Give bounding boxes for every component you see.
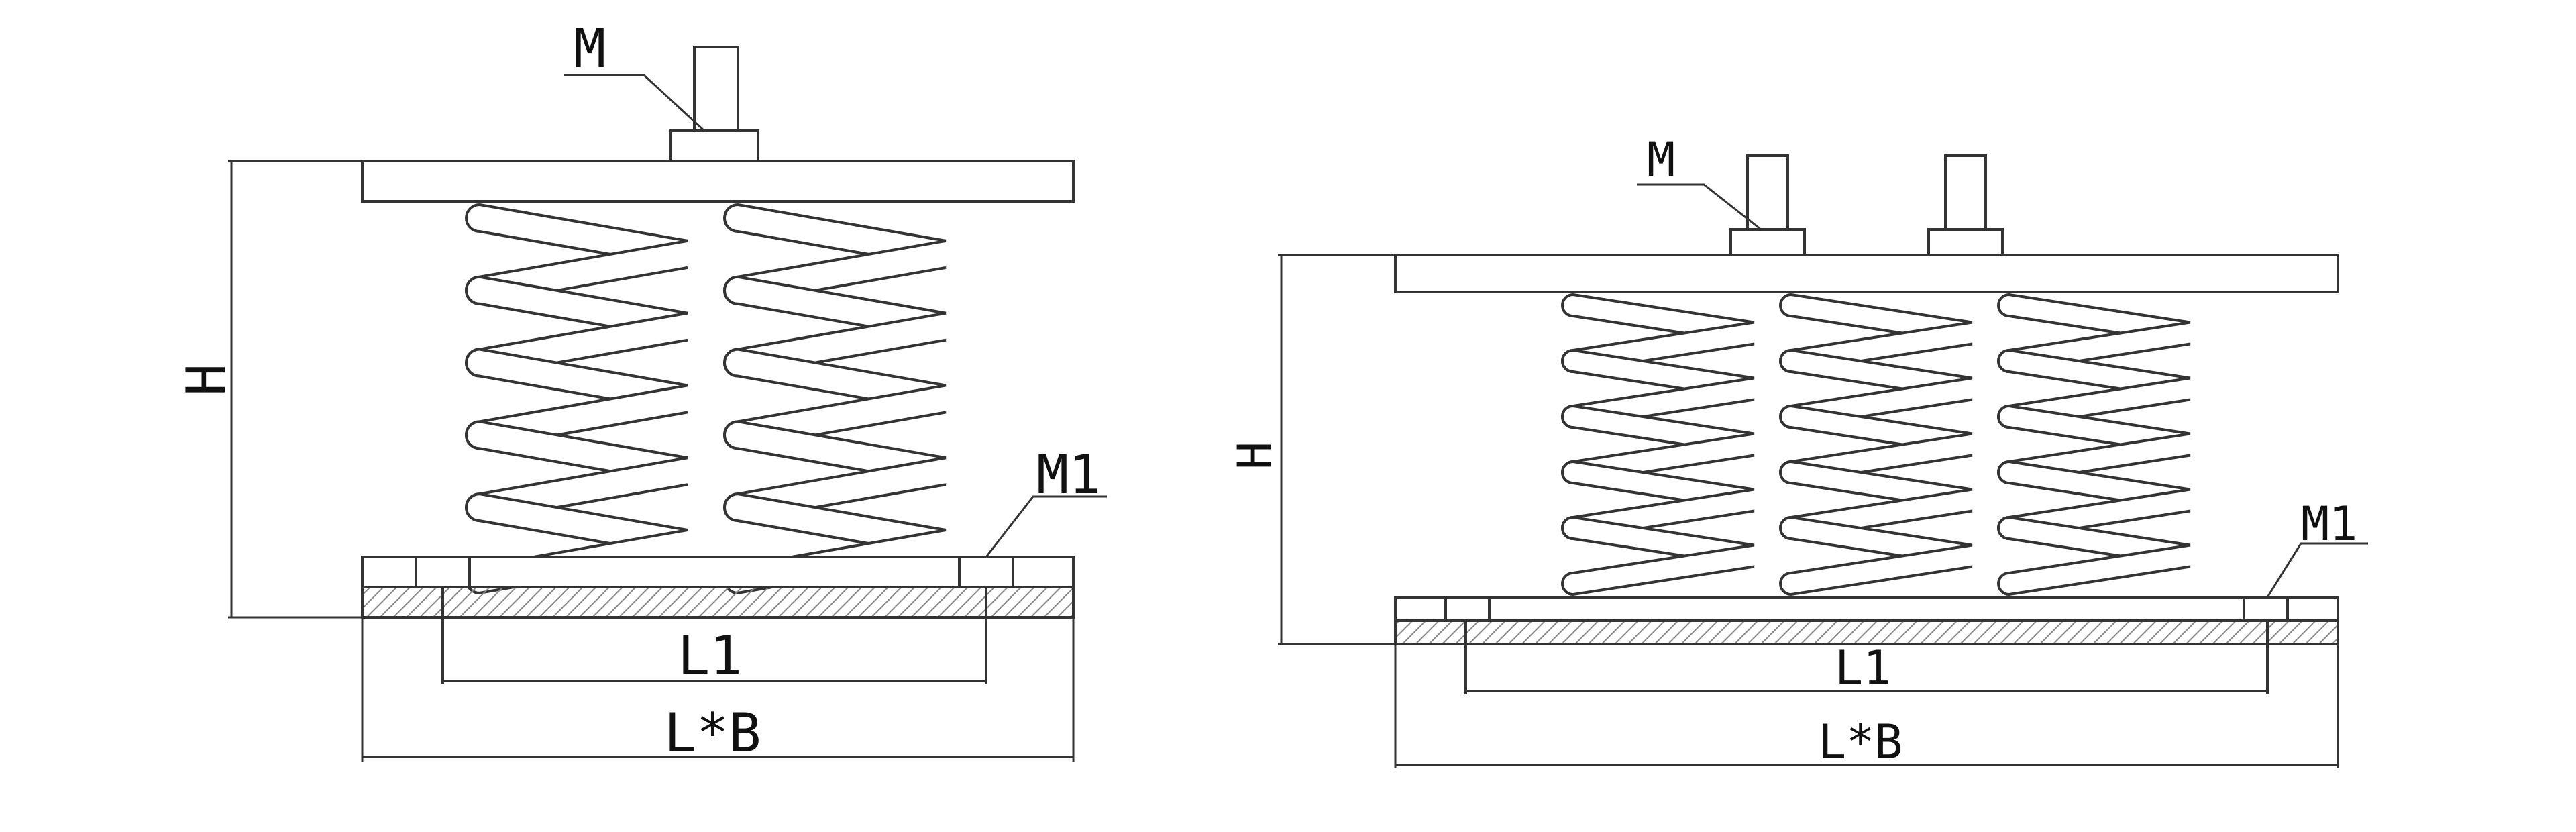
stud-nut [1927,228,2004,256]
label-base-size: L*B [1818,715,1902,770]
height-dimension [1278,254,1395,645]
bolt-hole [958,556,1014,588]
base-hatch [361,586,1075,619]
view-three-spring [1278,154,2368,768]
base-size-dimension [361,617,1075,762]
leader-line [1637,183,2368,598]
bolt-hole [2243,596,2289,622]
stud-rod [1944,154,1987,231]
label-stud-thread: M [1647,132,1675,187]
label-bolt-spacing: L1 [1835,641,1891,696]
spring [465,203,688,594]
height-dimension [228,160,362,619]
label-stud-thread: M [574,17,606,80]
spring [1779,293,1973,596]
label-base-size: L*B [664,702,761,764]
label-height: H [1228,441,1283,470]
spring [1997,293,2191,596]
leader-line [564,74,1107,558]
stud-rod [1746,154,1789,231]
stud-rod [693,46,739,132]
bolt-hole [1444,596,1491,622]
top-plate [361,160,1075,203]
spring [1561,293,1755,596]
base-hatch [1394,619,2339,645]
base-plate [1394,596,2339,622]
stud-nut [669,129,759,162]
view-two-spring [228,46,1107,762]
top-plate [1394,254,2339,293]
label-base-bolt: M1 [1036,444,1101,506]
label-bolt-spacing: L1 [678,625,742,687]
base-size-dimension [1394,644,2339,768]
stud-nut [1729,228,1806,256]
label-base-bolt: M1 [2301,497,2357,552]
bolt-hole [415,556,471,588]
label-height: H [175,364,237,396]
spring [723,203,947,594]
